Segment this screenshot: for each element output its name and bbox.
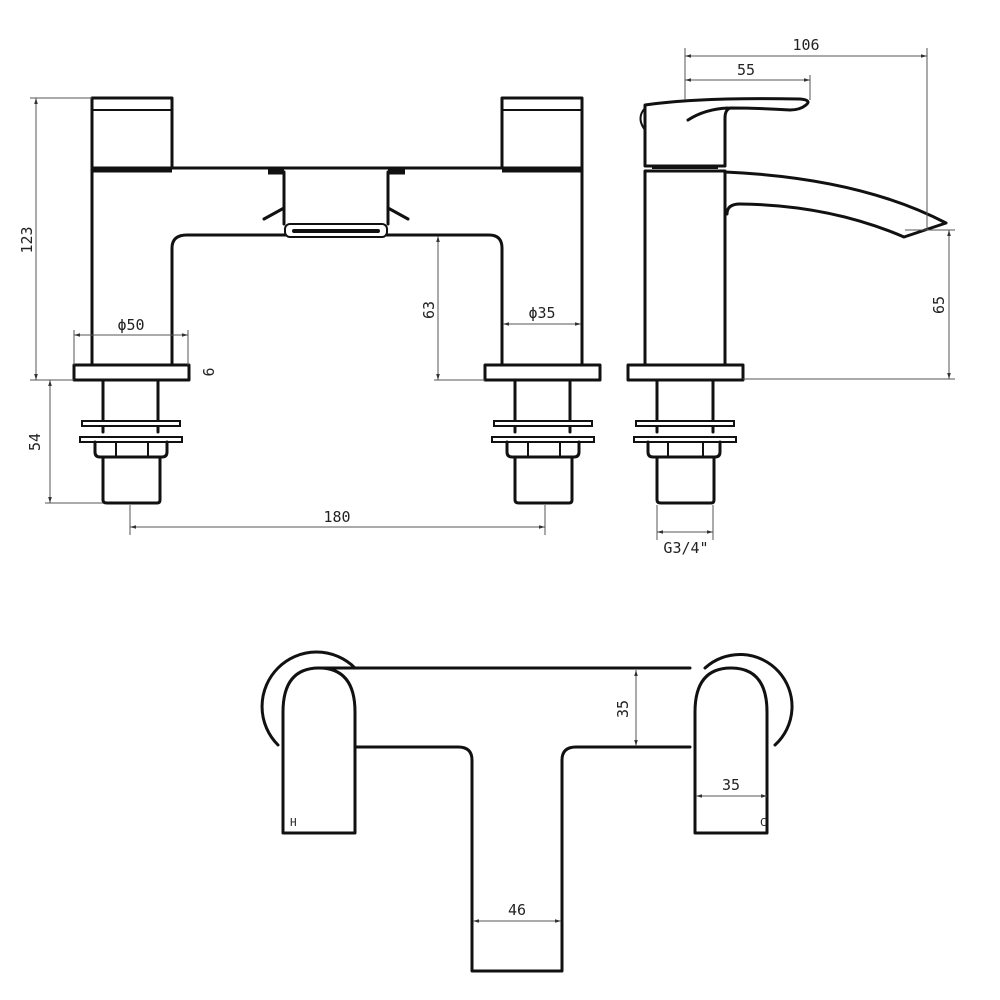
dim-label-65: 65 [930, 296, 948, 314]
dim-label-180: 180 [323, 508, 350, 526]
plan-handle-hot [281, 666, 357, 835]
tap-body [90, 166, 584, 367]
dim-body-diameter: ϕ50 [73, 316, 189, 365]
dim-spout-width: 46 [473, 901, 561, 923]
dim-bridge-depth: 35 [614, 670, 638, 746]
dim-body-diameter-right: ϕ35 [503, 304, 581, 326]
dim-label-phi50: ϕ50 [117, 316, 144, 334]
left-handle [90, 96, 174, 170]
dim-spout-height: 65 [743, 229, 955, 380]
dim-handle-width: 35 [696, 776, 767, 798]
dim-label-46: 46 [508, 901, 526, 919]
right-handle [500, 96, 584, 170]
side-spout [723, 170, 948, 239]
dim-overall-height: 123 [18, 97, 92, 381]
dim-spout-clearance: 63 [420, 236, 485, 381]
dim-thread: G3/4" [656, 505, 714, 557]
front-view: 123 ϕ50 6 54 63 ϕ35 [18, 96, 602, 535]
dim-label-55: 55 [737, 61, 755, 79]
side-body [643, 169, 727, 367]
plan-handle-cold [693, 666, 769, 835]
dim-label-6: 6 [200, 367, 218, 376]
plan-view: H C 35 35 46 [260, 650, 794, 973]
hot-label: H [290, 816, 297, 829]
waterfall-spout [262, 169, 410, 238]
left-tail-assembly [72, 363, 191, 505]
side-handle [643, 97, 810, 168]
side-tail-assembly [626, 363, 745, 505]
dim-handle-reach: 55 [685, 61, 811, 100]
dim-centres: 180 [129, 505, 546, 535]
dim-label-106: 106 [792, 36, 819, 54]
dim-label-63: 63 [420, 301, 438, 319]
dim-label-phi35: ϕ35 [528, 304, 555, 322]
dim-label-35-depth: 35 [614, 700, 632, 718]
dim-label-123: 123 [18, 226, 36, 253]
dim-total-projection: 106 [684, 36, 928, 230]
dim-label-54: 54 [26, 433, 44, 451]
dim-label-35-width: 35 [722, 776, 740, 794]
plan-body [316, 666, 692, 973]
dim-tail-length: 54 [26, 380, 103, 504]
right-tail-assembly [483, 363, 602, 505]
dim-label-thread: G3/4" [663, 539, 708, 557]
cold-label: C [760, 816, 767, 829]
side-view: 106 55 65 G3/4" [626, 36, 955, 557]
